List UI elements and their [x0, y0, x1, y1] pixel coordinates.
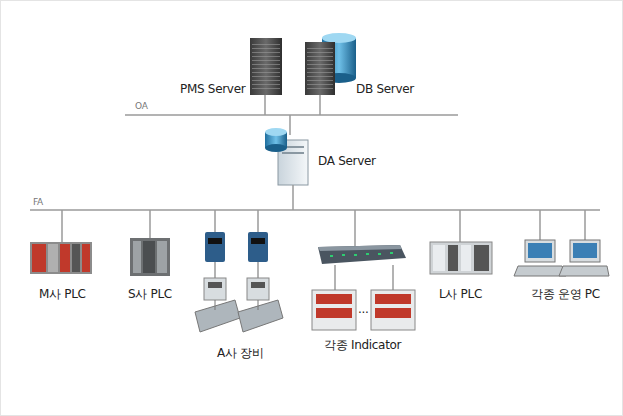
device-label: M사 PLC	[39, 287, 86, 301]
server-label: DB Server	[356, 82, 414, 96]
device-label: A사 장비	[217, 346, 264, 360]
device-label: S사 PLC	[128, 287, 172, 301]
device-label: 각종 운영 PC	[531, 287, 600, 301]
server-label: DA Server	[318, 154, 376, 168]
device-label: L사 PLC	[439, 287, 482, 301]
network-label: FA	[33, 197, 43, 208]
network-label: OA	[135, 101, 147, 112]
ellipsis-mark: ...	[358, 302, 369, 316]
server-label: PMS Server	[180, 82, 245, 96]
device-label: 각종 Indicator	[324, 338, 401, 352]
